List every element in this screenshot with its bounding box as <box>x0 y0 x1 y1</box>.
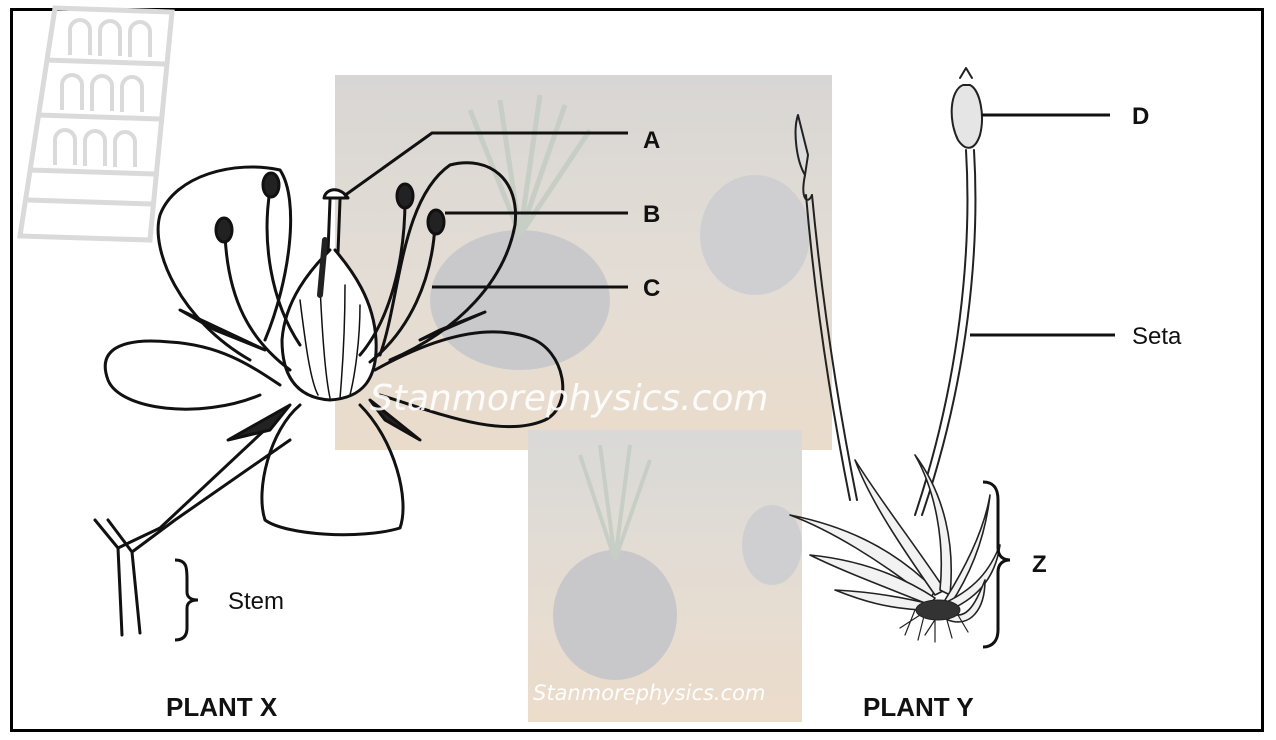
label-z: Z <box>1032 551 1047 578</box>
petal <box>105 341 280 409</box>
watermark-text-upper: Stanmorephysics.com <box>370 378 769 419</box>
label-a: A <box>643 127 660 154</box>
label-seta: Seta <box>1132 323 1182 350</box>
anther <box>397 184 413 208</box>
label-d: D <box>1132 103 1149 130</box>
label-b: B <box>643 201 660 228</box>
anther <box>263 173 279 197</box>
label-c: C <box>643 275 660 302</box>
stem-brace <box>175 560 198 640</box>
anther <box>428 210 444 234</box>
label-lines-plant-y <box>970 115 1115 335</box>
label-stem: Stem <box>228 588 284 615</box>
caption-plant-x: PLANT X <box>166 692 278 722</box>
capsule <box>952 85 982 148</box>
tower-logo <box>20 8 172 240</box>
caption-plant-y: PLANT Y <box>863 692 974 722</box>
watermark-photo-lower <box>528 430 802 722</box>
watermark-text-lower: Stanmorephysics.com <box>533 681 765 705</box>
seta <box>915 150 975 515</box>
style <box>328 200 340 252</box>
anther <box>216 218 232 242</box>
